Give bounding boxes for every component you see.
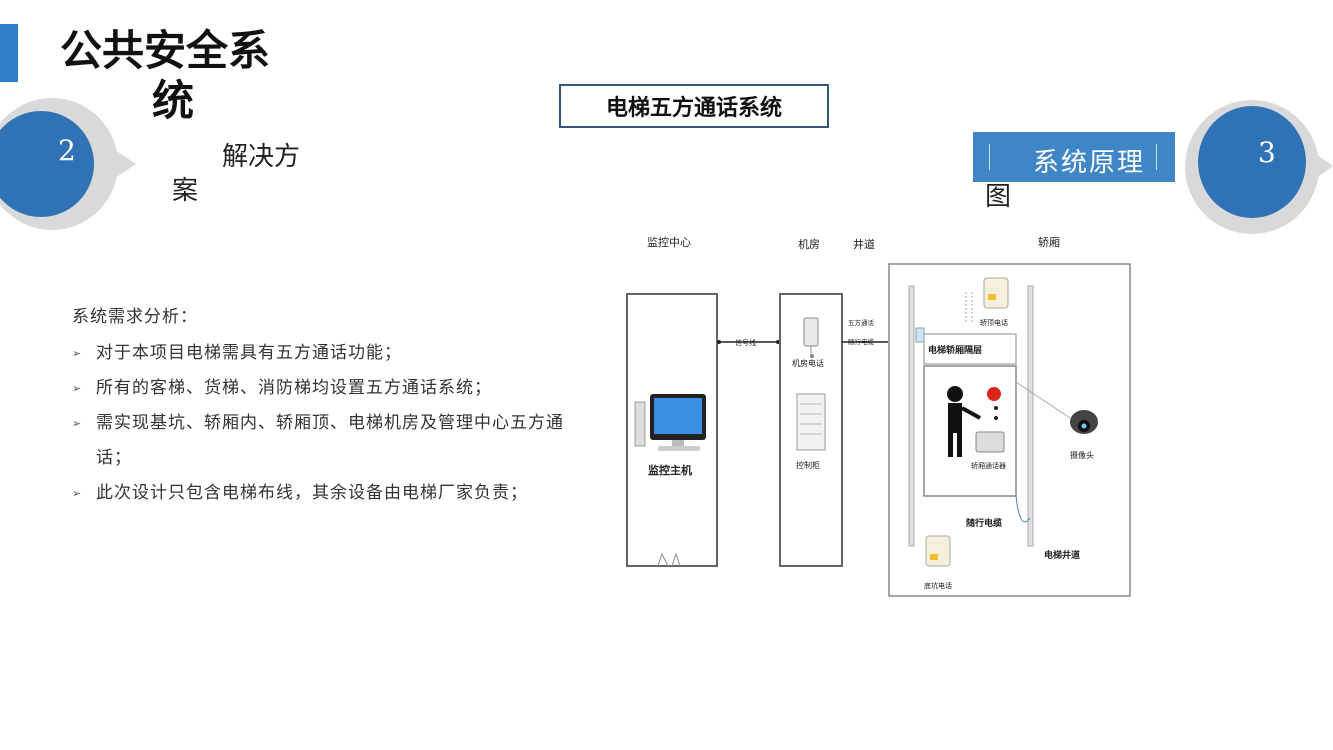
camera-icon bbox=[1070, 410, 1098, 434]
accent-bar bbox=[0, 24, 18, 82]
control-cabinet-icon bbox=[796, 393, 826, 451]
banner-label: 系统原理 bbox=[1033, 148, 1146, 178]
car-intercom-icon bbox=[975, 431, 1005, 453]
person-icon bbox=[947, 386, 981, 457]
label-signal-line: 信号线 bbox=[735, 338, 756, 347]
call-button-icon bbox=[987, 387, 1001, 401]
header-car: 轿厢 bbox=[1038, 235, 1060, 249]
page-title-line1: 公共安全系 bbox=[60, 26, 271, 75]
label-elevator-shaft: 电梯井道 bbox=[1044, 549, 1080, 561]
badge-number: 3 bbox=[1258, 136, 1276, 169]
banner-divider-right bbox=[1156, 144, 1157, 170]
label-five-way-call: 五方通话 bbox=[848, 318, 875, 327]
indicator-dot bbox=[994, 406, 998, 410]
car-top-phone-icon bbox=[983, 277, 1009, 309]
indicator-dot bbox=[994, 416, 998, 420]
list-item-text: 此次设计只包含电梯布线，其余设备由电梯厂家负责； bbox=[96, 483, 528, 503]
banner-divider-left bbox=[989, 144, 990, 170]
banner-label-line2: 图 bbox=[985, 182, 1012, 212]
partition-connector bbox=[915, 327, 925, 343]
section-banner bbox=[973, 132, 1175, 182]
requirements-list: ➢ 对于本项目电梯需具有五方通话功能； ➢ 所有的客梯、货梯、消防梯均设置五方通话系… bbox=[72, 336, 572, 511]
signal-line-node bbox=[717, 340, 721, 344]
bullet-arrow-icon: ➢ bbox=[72, 347, 83, 360]
list-item: ➢ 所有的客梯、货梯、消防梯均设置五方通话系统； bbox=[72, 371, 572, 406]
label-travel-cable: 随行电缆 bbox=[966, 517, 1002, 529]
telephone-icon bbox=[803, 317, 819, 358]
system-diagram: 监控中心 机房 井道 轿厢 监控主机 信号线 机房电话 控制柜 五方通话 随行电… bbox=[626, 235, 1131, 597]
shaft-rail-left bbox=[908, 285, 915, 547]
bullet-arrow-icon: ➢ bbox=[72, 487, 83, 500]
bullet-arrow-icon: ➢ bbox=[72, 417, 83, 430]
list-item-text: 所有的客梯、货梯、消防梯均设置五方通话系统； bbox=[96, 378, 492, 398]
list-item: ➢ 对于本项目电梯需具有五方通话功能； bbox=[72, 336, 572, 371]
list-item: ➢ 此次设计只包含电梯布线，其余设备由电梯厂家负责； bbox=[72, 476, 572, 511]
section-badge-right: 3 bbox=[1185, 100, 1333, 236]
label-car-top-phone: 轿顶电话 bbox=[980, 318, 1008, 327]
label-machine-phone: 机房电话 bbox=[792, 358, 824, 368]
car-cabin bbox=[923, 365, 1017, 497]
requirements-title: 系统需求分析： bbox=[72, 307, 198, 327]
page-title-line2: 统 bbox=[152, 76, 195, 125]
badge-pointer bbox=[106, 144, 136, 184]
label-monitor-host: 监控主机 bbox=[648, 463, 692, 477]
label-camera: 摄像头 bbox=[1070, 450, 1094, 460]
computer-icon bbox=[634, 394, 706, 451]
page-title: 公共安全系 统 bbox=[60, 26, 300, 126]
shaft-rail-right bbox=[1027, 285, 1034, 547]
label-pit-phone: 底坑电话 bbox=[924, 581, 952, 590]
section-badge-left: 2 bbox=[0, 98, 166, 238]
diagram-title: 电梯五方通话系统 bbox=[559, 84, 829, 128]
badge-circle bbox=[0, 111, 94, 217]
car-partition bbox=[923, 333, 1017, 365]
badge-number: 2 bbox=[58, 134, 76, 167]
section-label-line2: 案 bbox=[172, 176, 199, 206]
header-machine-room: 机房 bbox=[798, 237, 820, 251]
header-shaft: 井道 bbox=[853, 237, 875, 251]
header-monitor-center: 监控中心 bbox=[647, 235, 691, 249]
list-item-text: 需实现基坑、轿厢内、轿厢顶、电梯机房及管理中心五方通话； bbox=[96, 413, 564, 468]
label-car-partition: 电梯轿厢隔层 bbox=[928, 344, 982, 356]
bullet-arrow-icon: ➢ bbox=[72, 382, 83, 395]
pit-phone-icon bbox=[925, 535, 951, 567]
list-item-text: 对于本项目电梯需具有五方通话功能； bbox=[96, 343, 402, 363]
badge-circle bbox=[1198, 106, 1306, 218]
list-item: ➢ 需实现基坑、轿厢内、轿厢顶、电梯机房及管理中心五方通话； bbox=[72, 406, 572, 476]
room-door bbox=[657, 552, 681, 567]
label-control-cabinet: 控制柜 bbox=[796, 460, 820, 470]
travel-cable-curve bbox=[1015, 495, 1031, 523]
camera-cable bbox=[1015, 381, 1071, 419]
label-car-intercom: 轿厢通话器 bbox=[971, 461, 1006, 470]
section-label-line1: 解决方 bbox=[222, 142, 301, 172]
badge-pointer bbox=[1311, 150, 1333, 182]
